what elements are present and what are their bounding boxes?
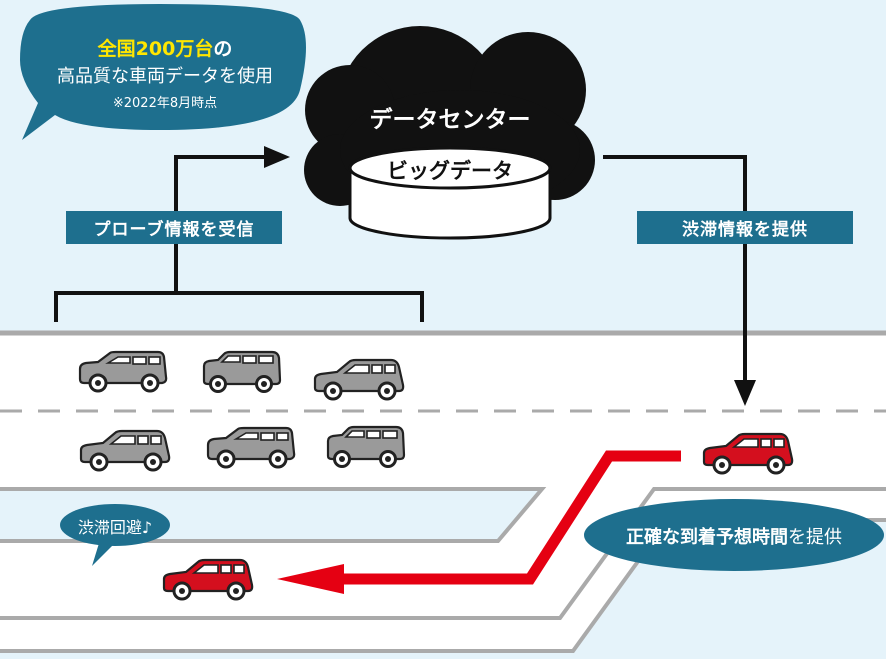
big-data-label: ビッグデータ — [387, 159, 513, 183]
traffic-provide-tag: 渋滞情報を提供 — [637, 211, 853, 244]
fleet-size-highlight: 全国200万台 — [97, 38, 214, 60]
avoid-congestion-text: 渋滞回避♪ — [77, 518, 153, 537]
eta-accurate-label: 正確な到着予想時間 — [626, 527, 788, 548]
eta-bubble-shape — [584, 499, 884, 571]
stats-description: 高品質な車両データを使用 — [57, 66, 273, 87]
stats-bubble-shape — [20, 4, 306, 140]
stats-date-note: ※2022年8月時点 — [112, 96, 218, 111]
stats-highlight-line: 全国200万台の — [40, 34, 290, 61]
detour-route-arrow — [277, 450, 681, 594]
eta-bubble-text: 正確な到着予想時間を提供 — [590, 523, 878, 549]
probe-upload-connector — [54, 146, 424, 322]
big-data-drum — [348, 146, 552, 240]
fleet-size-suffix: の — [213, 38, 233, 60]
probe-receive-tag: プローブ情報を受信 — [66, 211, 282, 244]
avoid-bubble-shape — [60, 504, 170, 546]
traffic-info-connector — [603, 155, 756, 406]
avoid-bubble-tail — [92, 540, 118, 566]
eta-provide-suffix: を提供 — [788, 527, 842, 548]
data-center-title: データセンター — [369, 107, 531, 133]
